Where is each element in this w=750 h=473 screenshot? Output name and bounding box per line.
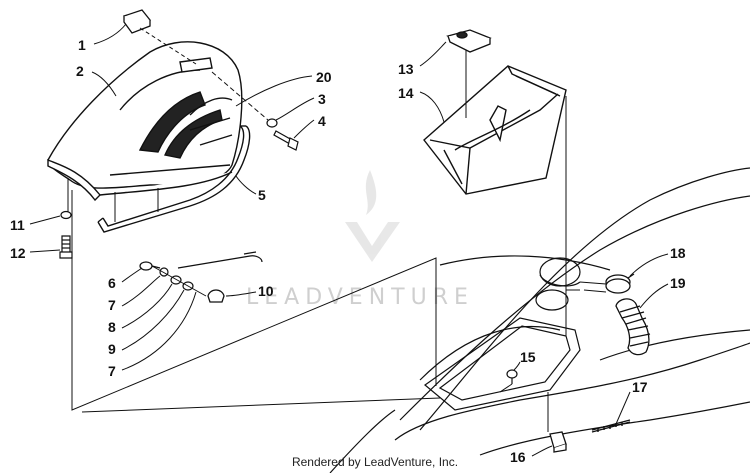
part-17-rod (591, 419, 631, 433)
part-15-clip (506, 369, 518, 384)
part-11-washer (60, 210, 72, 220)
assembly-lines (67, 27, 607, 432)
label-10: 10 (258, 283, 274, 299)
part-3-washer (266, 118, 278, 128)
watermark-text: LEADVENTURE (246, 285, 474, 310)
label-15: 15 (520, 349, 536, 365)
watermark-logo (345, 170, 400, 262)
label-11: 11 (10, 217, 25, 233)
part-16-catch (549, 431, 567, 453)
label-6: 6 (108, 275, 116, 291)
part-12-bolt (59, 235, 73, 259)
label-9: 9 (108, 341, 116, 357)
label-1: 1 (78, 37, 86, 53)
label-8: 8 (108, 319, 116, 335)
part-18-clamp (605, 273, 635, 294)
part-2-seat-cover (47, 41, 243, 202)
label-4: 4 (318, 113, 326, 129)
label-7-lower: 7 (108, 363, 116, 379)
label-2: 2 (76, 63, 84, 79)
label-12: 12 (10, 245, 26, 261)
part-19-hose (615, 298, 651, 356)
leader-lines (29, 23, 669, 457)
part-7-washer (159, 267, 169, 277)
latch-cable (177, 251, 263, 269)
label-20: 20 (316, 69, 332, 85)
part-1-latch (122, 9, 152, 34)
label-7-upper: 7 (108, 297, 116, 313)
snowmobile-body-outline (329, 167, 750, 473)
label-3: 3 (318, 91, 326, 107)
label-5: 5 (258, 187, 266, 203)
rendered-by-footer: Rendered by LeadVenture, Inc. (291, 455, 459, 469)
part-labels: 1 2 20 3 4 5 11 12 6 7 8 9 7 10 13 14 15… (10, 37, 686, 465)
label-14: 14 (398, 85, 414, 101)
part-14-storage-tray (423, 65, 567, 195)
label-13: 13 (398, 61, 414, 77)
label-17: 17 (632, 379, 648, 395)
part-5-hinge-bar (97, 125, 251, 233)
part-4-bolt (273, 130, 299, 151)
label-18: 18 (670, 245, 686, 261)
label-16: 16 (510, 449, 526, 465)
part-10-knob (207, 289, 225, 303)
label-19: 19 (670, 275, 686, 291)
part-13-latch-receiver (446, 29, 492, 53)
